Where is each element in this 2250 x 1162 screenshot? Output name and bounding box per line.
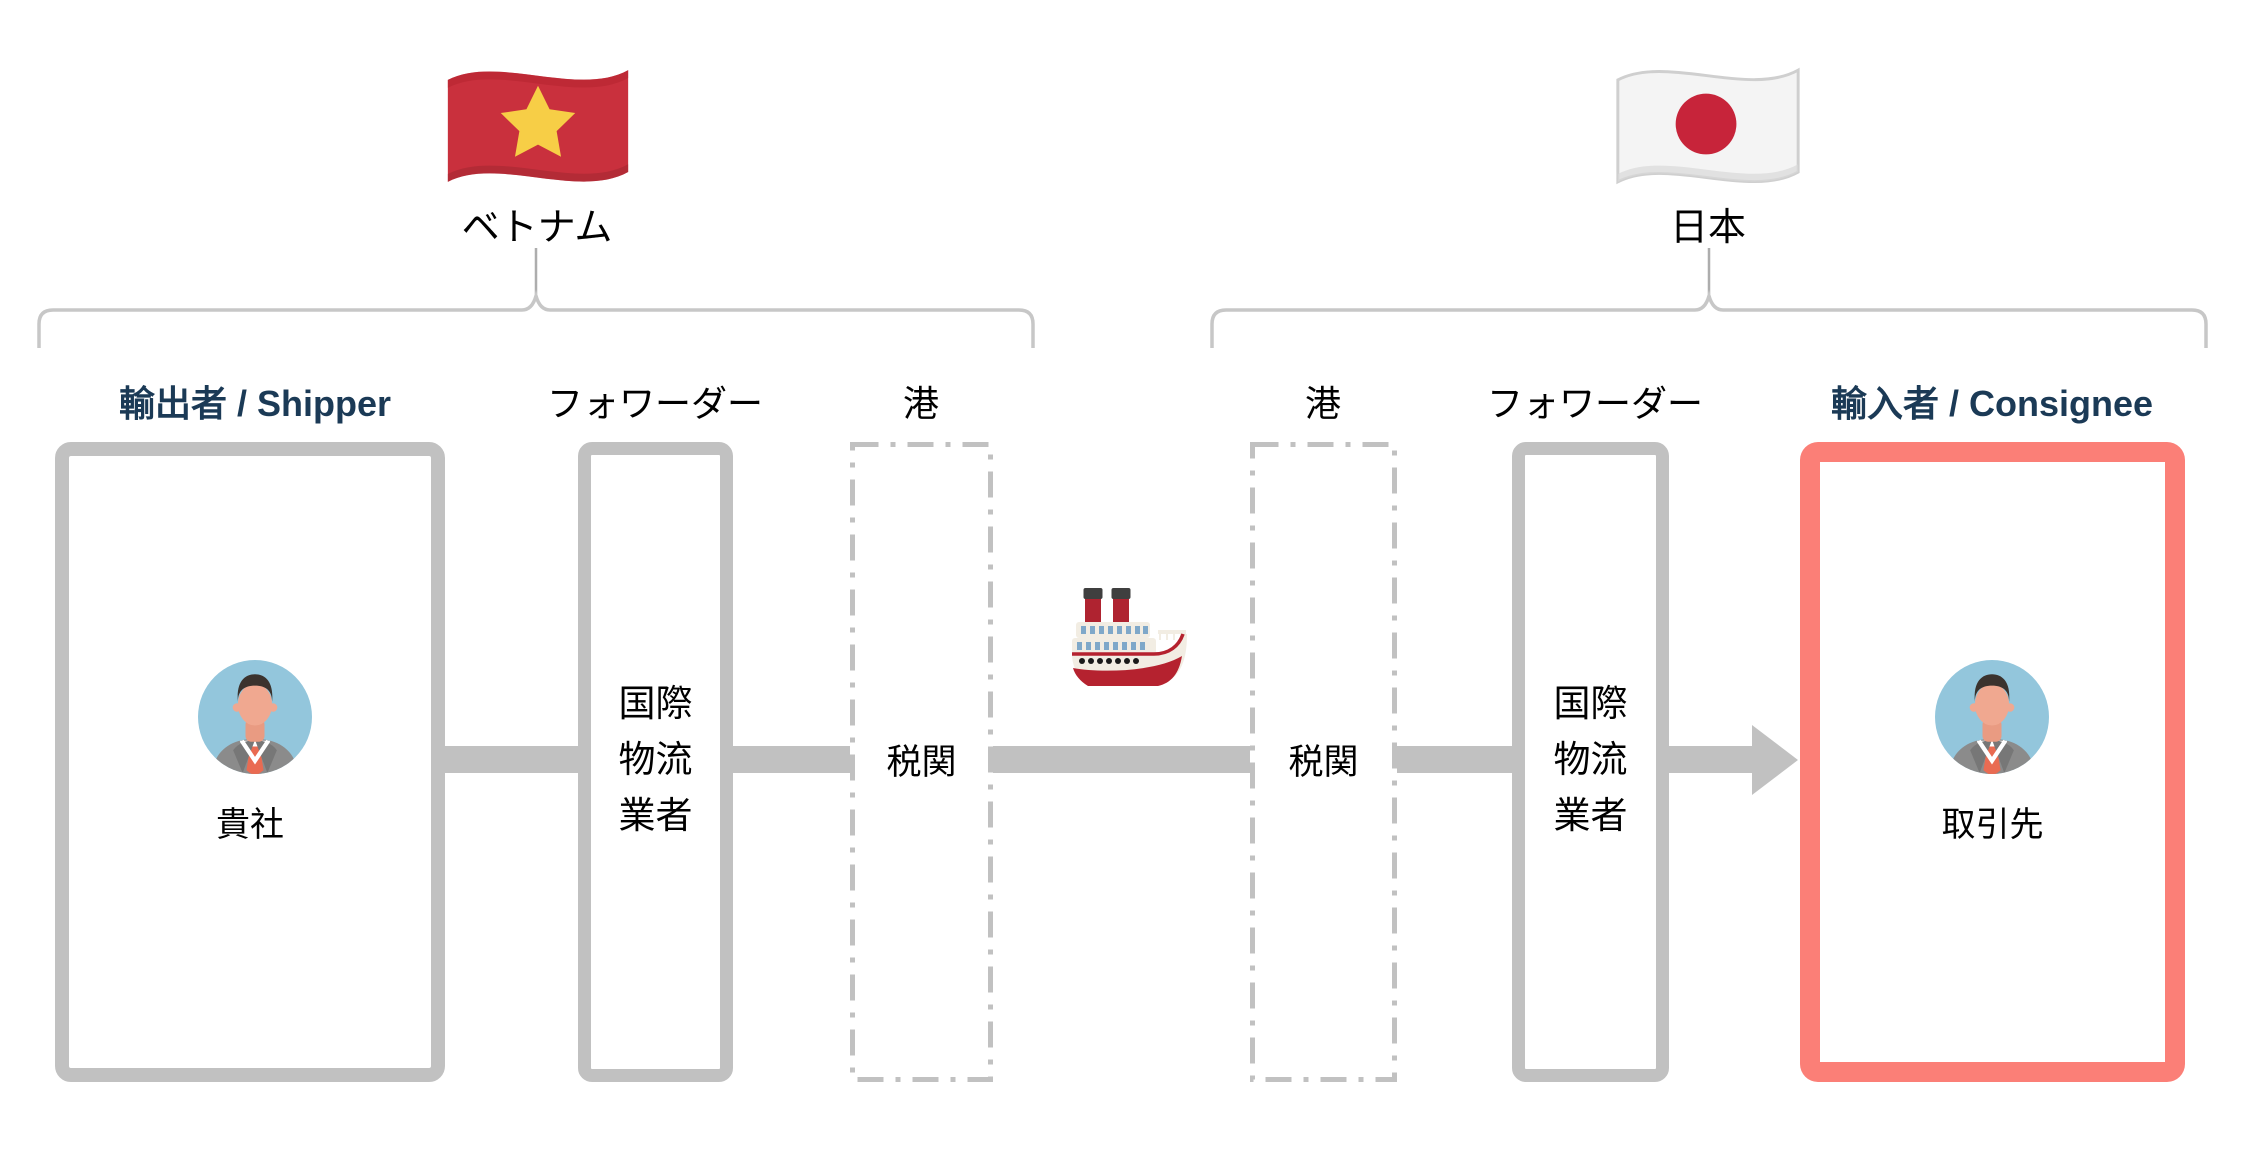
customs-label-left: 税関 bbox=[886, 743, 957, 782]
japan-flag-icon bbox=[1616, 67, 1800, 185]
header-consignee: 輸入者 / Consignee bbox=[1830, 383, 2154, 424]
country-label-vietnam: ベトナム bbox=[461, 207, 613, 249]
header-forwarder-left: フォワーダー bbox=[546, 383, 763, 424]
flow-arrowhead bbox=[1752, 725, 1798, 795]
shipper-label: 貴社 bbox=[216, 806, 284, 844]
flow-arrow-segment bbox=[445, 746, 578, 773]
businessman-avatar-icon bbox=[198, 660, 312, 774]
forwarder-box-right bbox=[1512, 442, 1669, 1082]
ship-icon bbox=[1072, 588, 1187, 686]
flow-arrow-segment bbox=[1669, 746, 1752, 773]
customs-label-right: 税関 bbox=[1288, 743, 1359, 782]
port-box-right bbox=[1250, 442, 1397, 1082]
businessman-avatar-icon bbox=[1935, 660, 2049, 774]
forwarder-right-text: 国際 物流 業者 bbox=[1553, 683, 1628, 836]
header-port-left: 港 bbox=[902, 383, 939, 424]
japan-group-brace bbox=[1210, 248, 2208, 348]
header-port-right: 港 bbox=[1304, 383, 1341, 424]
header-shipper: 輸出者 / Shipper bbox=[118, 383, 392, 424]
forwarder-left-text: 国際 物流 業者 bbox=[618, 683, 693, 836]
flow-arrow-segment bbox=[1397, 746, 1512, 773]
forwarder-box-left bbox=[578, 442, 733, 1082]
consignee-label: 取引先 bbox=[1941, 806, 2044, 844]
header-forwarder-right: フォワーダー bbox=[1486, 383, 1703, 424]
flow-arrow-segment bbox=[733, 746, 850, 773]
country-label-japan: 日本 bbox=[1669, 207, 1746, 249]
port-box-left bbox=[850, 442, 993, 1082]
flow-arrow-segment bbox=[993, 746, 1250, 773]
vietnam-group-brace bbox=[37, 248, 1035, 348]
vietnam-flag-icon bbox=[447, 70, 629, 182]
